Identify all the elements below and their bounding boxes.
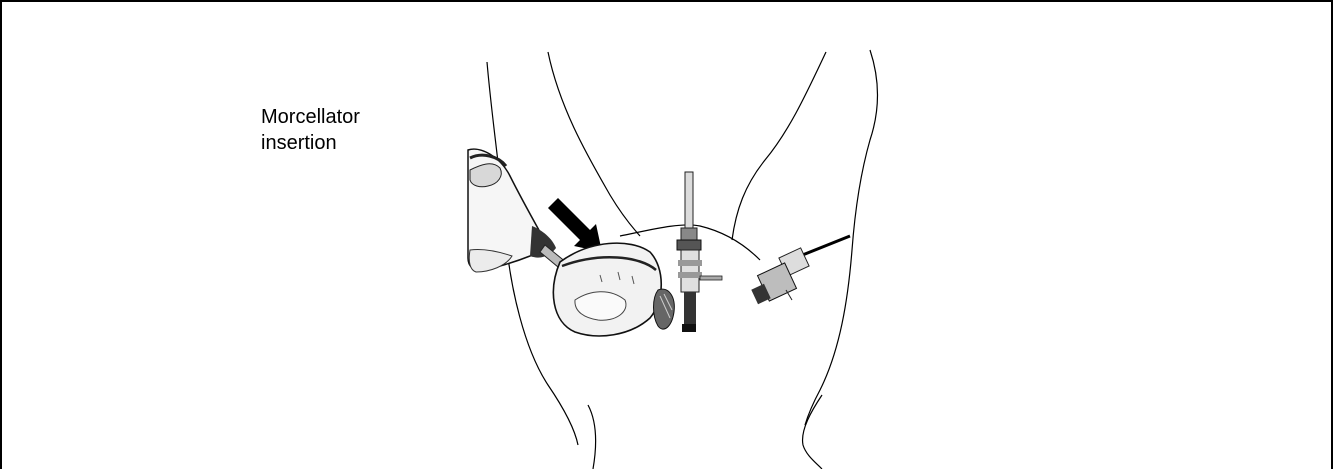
laparoscope-trocar: [654, 172, 723, 332]
instrument-trocar: [751, 236, 850, 304]
downward-arrow-icon: [548, 198, 602, 252]
specimen-bag: [553, 243, 661, 336]
